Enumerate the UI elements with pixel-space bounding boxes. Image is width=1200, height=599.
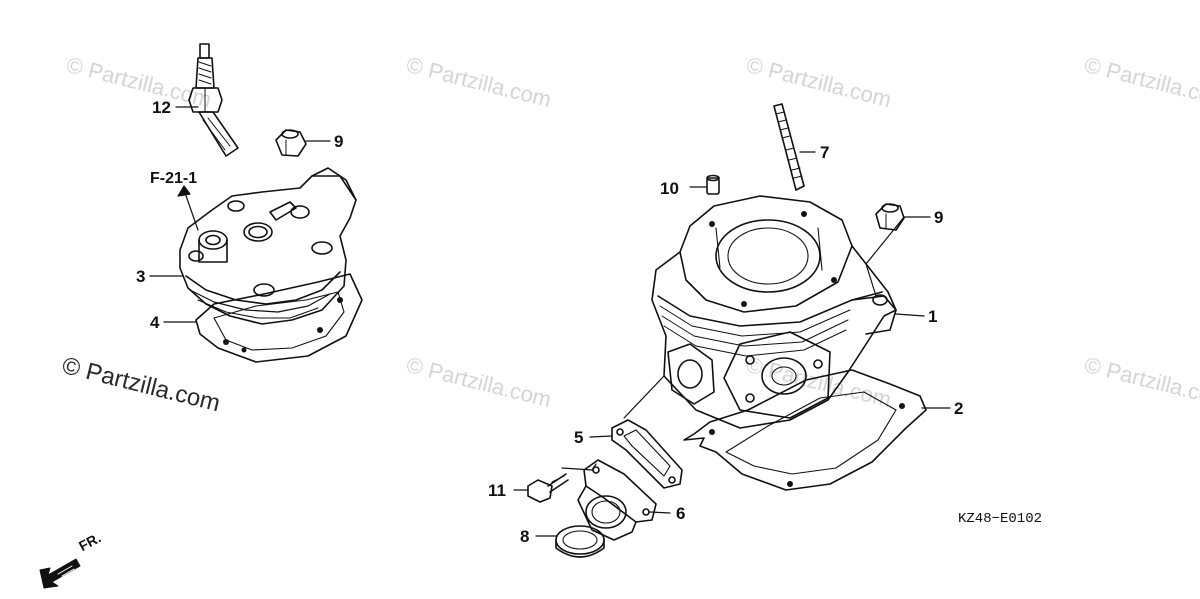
callout-4[interactable]: 4 (150, 313, 160, 332)
callout-3[interactable]: 3 (136, 267, 146, 286)
callout-2[interactable]: 2 (954, 399, 964, 418)
cylinder-nut[interactable] (875, 203, 905, 231)
head-nut-left[interactable] (275, 129, 307, 157)
callout-9-right[interactable]: 9 (934, 208, 944, 227)
reference-label[interactable]: F-21-1 (150, 170, 198, 187)
cylinder-head[interactable] (179, 167, 357, 325)
reed-gasket[interactable] (611, 419, 683, 489)
callout-7[interactable]: 7 (820, 143, 830, 162)
callout-11[interactable]: 11 (488, 481, 506, 500)
insulator[interactable] (577, 459, 657, 541)
callout-12[interactable]: 12 (152, 98, 171, 117)
callout-9-left[interactable]: 9 (334, 132, 344, 151)
head-gasket[interactable] (195, 273, 363, 363)
bolt[interactable] (527, 473, 569, 503)
base-gasket[interactable] (683, 369, 927, 491)
callout-5[interactable]: 5 (574, 428, 584, 447)
leader-lines (149, 106, 951, 537)
dowel-pin[interactable] (706, 174, 720, 195)
callout-10[interactable]: 10 (660, 179, 679, 198)
band[interactable] (555, 525, 605, 558)
stud-bolt[interactable] (773, 103, 805, 191)
diagram-code: KZ48−E0102 (958, 511, 1043, 527)
front-direction-arrow-icon (39, 558, 81, 589)
callout-1[interactable]: 1 (928, 307, 938, 326)
spark-plug[interactable] (188, 43, 239, 157)
callout-6[interactable]: 6 (676, 504, 686, 523)
callout-8[interactable]: 8 (520, 527, 530, 546)
cylinder[interactable] (651, 195, 897, 429)
